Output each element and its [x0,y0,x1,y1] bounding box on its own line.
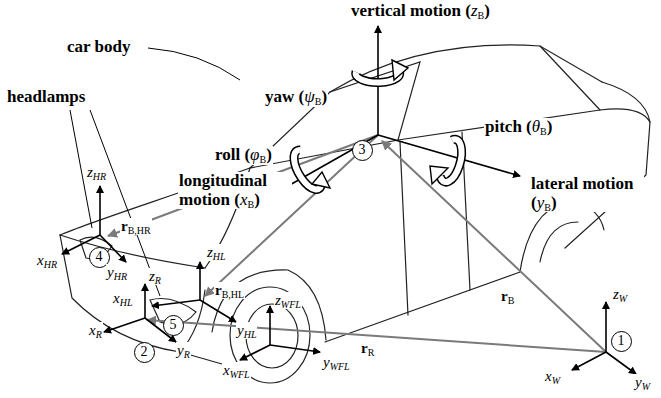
axis-label: xHL [112,290,133,307]
part-label: longitudinal motion (xB) [178,172,292,209]
callout-circle: 2 [134,342,155,363]
callout-number: 5 [170,317,177,333]
axis-label: zR [148,268,162,285]
axis-label: zHR [86,164,107,181]
axis-label: yHL [236,322,257,339]
vector-label: rB,HL [214,282,245,299]
callout-circle: 1 [611,331,632,352]
part-label: car body [66,38,131,57]
part-label: vertical motion (zB) [350,2,491,21]
axis-label: zW [612,286,628,303]
axis-label: xR [88,322,103,339]
vector-label: rR [360,340,375,357]
vector-label: rB,HR [120,218,152,235]
callout-number: 2 [141,344,148,360]
callout-circle: 5 [163,315,184,336]
axis-label: yR [176,342,191,359]
axis-label: xWFL [222,362,251,379]
part-label: roll (φB) [214,146,273,165]
part-label: pitch (θB) [484,118,553,137]
callout-circle: 3 [352,140,373,161]
axis-label: zHL [206,244,227,261]
part-label: headlamps [6,88,86,107]
callout-number: 3 [359,142,366,158]
axis-label: yW [634,374,651,391]
callout-number: 1 [618,333,625,349]
vector-label: rB [500,288,515,305]
axis-label: xHR [36,252,58,269]
axis-label: yHR [106,264,128,281]
callout-number: 4 [96,249,103,265]
axis-label: xW [544,368,561,385]
part-label: lateral motion (yB) [530,175,644,212]
axis-label: zWFL [274,292,302,309]
part-label: yaw (ψB) [264,88,328,107]
axis-label: yWFL [322,354,351,371]
